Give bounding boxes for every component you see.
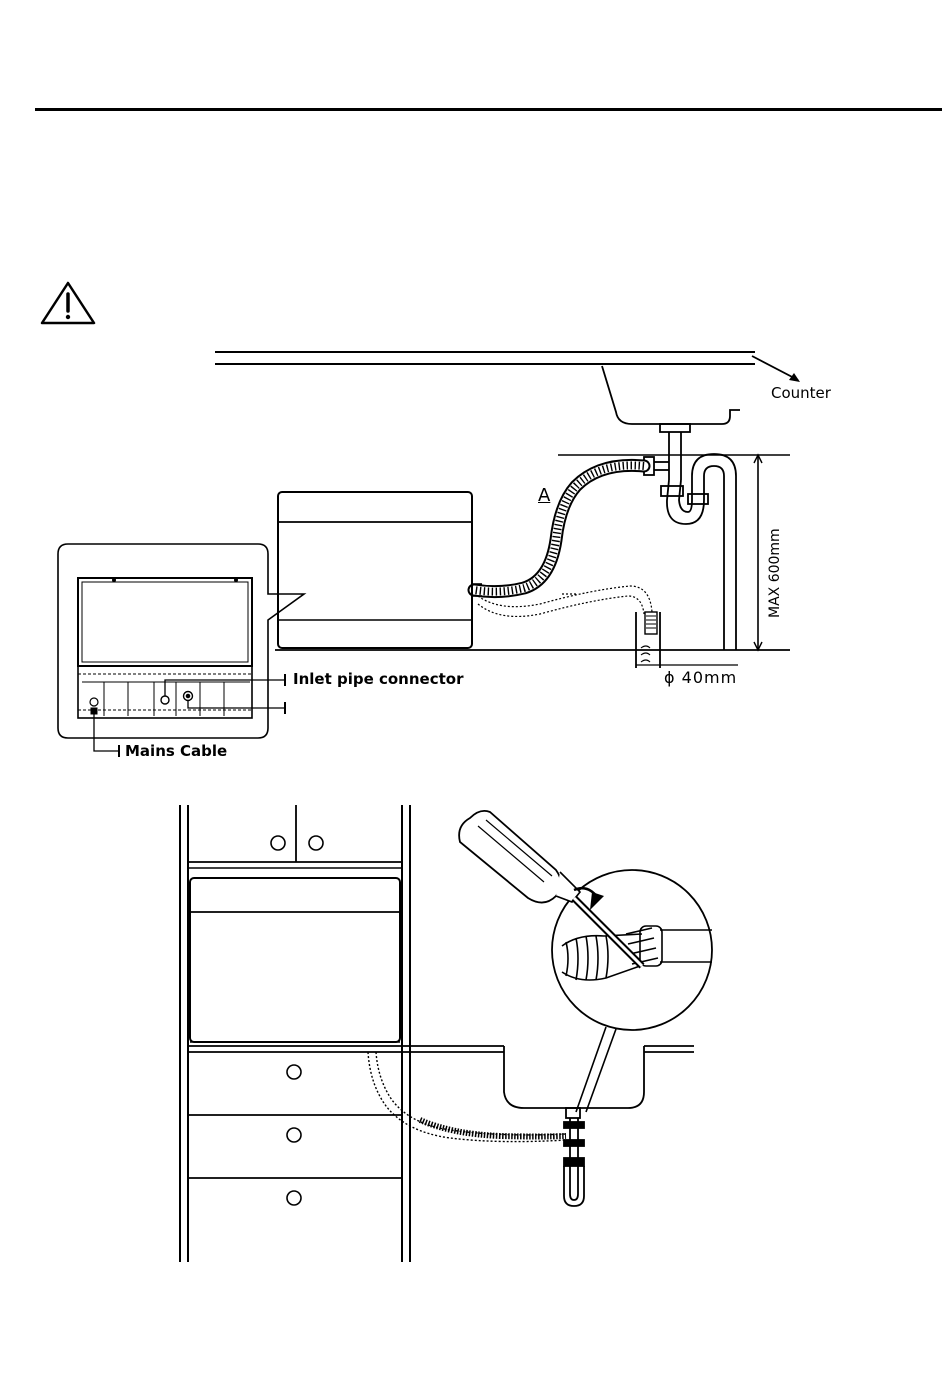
turn-direction-arrow: [574, 888, 604, 910]
dishwasher: [278, 492, 482, 648]
hose-a-label: A: [538, 487, 550, 505]
clamp-detail-magnifier: [552, 870, 712, 1112]
inlet-pipe-connector-label: Inlet pipe connector: [293, 672, 463, 687]
sink-basin: [602, 366, 740, 424]
cabinet-countertop: [188, 1046, 694, 1052]
max-height-dimension: [558, 455, 790, 650]
kitchen-cabinet: [180, 805, 410, 1262]
built-in-dishwasher: [190, 878, 400, 1042]
counter-pointer-arrow: [752, 356, 800, 382]
hose-clamp-detail: [562, 926, 712, 980]
counter-label: Counter: [771, 386, 831, 401]
max-height-label: MAX 600mm: [768, 528, 782, 618]
inlet-pipe-leader: [165, 674, 285, 714]
sink-drain-trap: [660, 424, 736, 650]
screwdriver: [459, 811, 642, 966]
mains-cable-label: Mains Cable: [125, 744, 227, 759]
mains-cable-leader: [94, 714, 119, 757]
cabinet-drain-hose: [368, 1052, 566, 1142]
floor-drain-pipe: [636, 612, 660, 668]
counter-top: [215, 352, 755, 364]
diameter-label: ϕ 40mm: [664, 670, 737, 686]
drain-hose-a: [474, 465, 644, 591]
cabinet-drain-trap: [564, 1108, 584, 1206]
rear-view-inset: [58, 544, 304, 738]
cabinet-sink-bowl: [504, 1046, 644, 1108]
